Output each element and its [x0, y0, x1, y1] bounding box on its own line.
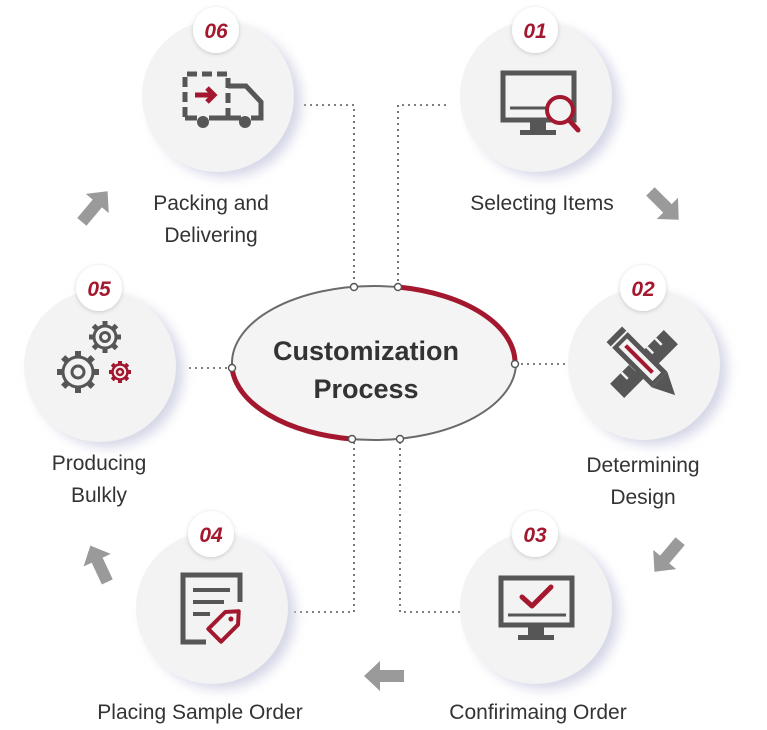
- step-06: 06 Packing and Delivering: [142, 7, 301, 247]
- step-03-number: 03: [523, 524, 547, 547]
- step-04: 04 Placing Sample Order: [97, 511, 303, 724]
- step-01-number: 01: [523, 20, 546, 43]
- step-05: 05: [24, 265, 183, 507]
- step-02: 02 Determining Design: [568, 265, 727, 509]
- monitor-search-icon: [500, 70, 581, 135]
- flow-arrow-03-04: [364, 661, 404, 691]
- step-03-badge: 03: [512, 511, 558, 557]
- step-02-number: 02: [631, 278, 655, 301]
- step-04-circle: [136, 532, 288, 684]
- monitor-check-icon: [498, 575, 575, 640]
- step-04-badge: 04: [188, 511, 234, 557]
- step-06-label-line1: Packing and: [153, 192, 269, 215]
- delivery-truck-icon: [182, 71, 264, 128]
- flow-arrows: [77, 187, 685, 691]
- center-arc-bottom: [229, 367, 353, 442]
- center-arc-top: [397, 284, 518, 365]
- connector-dots: [227, 282, 520, 444]
- step-06-badge: 06: [193, 7, 239, 53]
- flow-arrow-04-05: [83, 545, 113, 585]
- step-04-number: 04: [199, 524, 223, 547]
- connector-01: [397, 104, 446, 287]
- step-05-badge: 05: [76, 265, 122, 311]
- step-05-label-line2: Bulkly: [71, 484, 128, 507]
- center-title-line1: Customization: [273, 336, 459, 366]
- pencil-ruler-icon: [606, 326, 678, 398]
- step-05-circle: [24, 290, 176, 442]
- document-tag-icon: [180, 572, 243, 645]
- step-02-label-line1: Determining: [586, 454, 699, 477]
- step-03: 03 Confirimaing Order: [449, 511, 627, 724]
- step-06-number: 06: [204, 20, 228, 43]
- step-01-badge: 01: [512, 7, 558, 53]
- connector-lines: [189, 104, 565, 613]
- step-01-circle: [460, 20, 612, 172]
- flow-arrow-01-02: [646, 187, 679, 220]
- step-02-label-line2: Design: [610, 486, 675, 509]
- connector-03: [399, 440, 460, 613]
- step-05-number: 05: [87, 278, 111, 301]
- flow-arrow-02-03: [653, 537, 685, 572]
- step-06-circle: [142, 20, 294, 172]
- connector-04: [294, 440, 355, 613]
- step-03-label-line1: Confirimaing Order: [449, 701, 626, 724]
- step-06-label-line2: Delivering: [164, 224, 257, 247]
- flow-arrow-05-06: [77, 191, 109, 226]
- center-hub: Customization Process: [227, 282, 520, 444]
- step-05-label-line1: Producing: [52, 452, 147, 475]
- step-02-badge: 02: [620, 265, 666, 311]
- step-04-label-line1: Placing Sample Order: [97, 701, 302, 724]
- step-01-label-line1: Selecting Items: [470, 192, 614, 215]
- gears-icon: [57, 321, 131, 393]
- step-03-circle: [460, 532, 612, 684]
- step-01: 01 Selecting Items: [460, 7, 619, 215]
- connector-06: [304, 104, 355, 287]
- center-title-line2: Process: [313, 374, 418, 404]
